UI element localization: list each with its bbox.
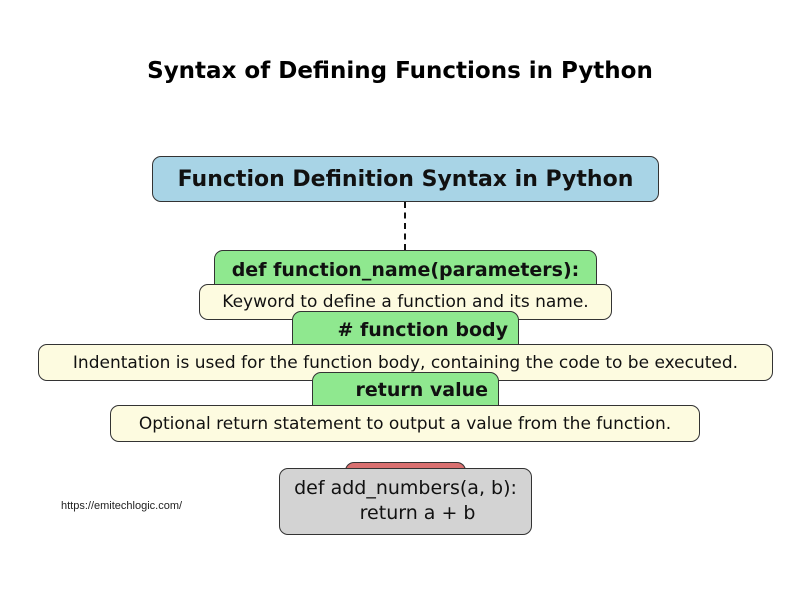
step-return-label: return value bbox=[355, 379, 488, 401]
diagram-title: Syntax of Defining Functions in Python bbox=[147, 58, 653, 84]
step-def-description-text: Keyword to define a function and its nam… bbox=[222, 292, 589, 312]
step-body-description-text: Indentation is used for the function bod… bbox=[72, 352, 739, 373]
step-return-description: Optional return statement to output a va… bbox=[110, 405, 700, 442]
step-body-label: # function body bbox=[337, 319, 508, 341]
step-def-node: def function_name(parameters): bbox=[214, 250, 597, 290]
root-node-label: Function Definition Syntax in Python bbox=[177, 166, 634, 192]
dashed-connector bbox=[404, 202, 406, 250]
step-return-description-text: Optional return statement to output a va… bbox=[138, 413, 672, 434]
example-code-line-2: return a + b bbox=[335, 502, 476, 524]
root-node: Function Definition Syntax in Python bbox=[152, 156, 659, 202]
example-code-box: def add_numbers(a, b): return a + b bbox=[279, 468, 532, 535]
step-body-node: # function body bbox=[292, 311, 519, 349]
watermark-url: https://emitechlogic.com/ bbox=[61, 500, 183, 512]
step-return-node: return value bbox=[312, 372, 499, 408]
step-def-label: def function_name(parameters): bbox=[231, 259, 580, 281]
example-code-line-1: def add_numbers(a, b): bbox=[294, 477, 517, 499]
